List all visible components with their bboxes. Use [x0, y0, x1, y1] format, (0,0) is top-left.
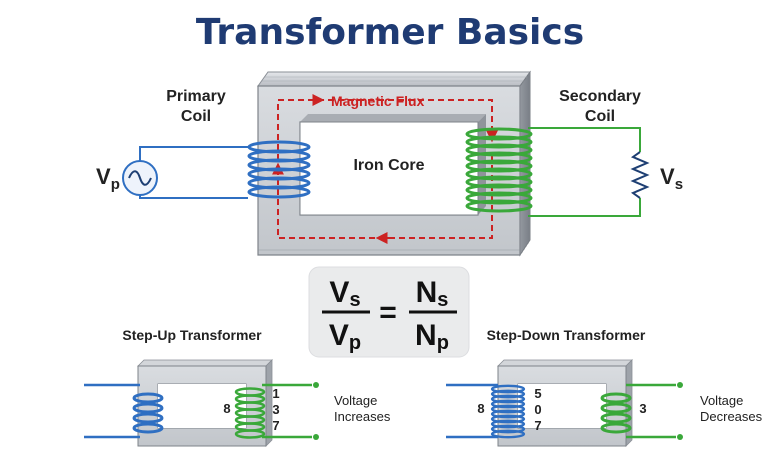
step-down-turn-digit: 7	[534, 418, 541, 433]
vp-label: Vp	[96, 164, 120, 193]
step-up-transformer	[84, 359, 319, 447]
iron-core-label: Iron Core	[353, 157, 424, 174]
step-down-note-line2: Decreases	[700, 409, 763, 424]
magnetic-flux-label: Magnetic Flux	[331, 93, 425, 109]
eq-num-left: Vs	[329, 276, 360, 311]
step-up-turn-digit: 7	[272, 418, 279, 433]
step-up-turn-digit: 3	[272, 402, 279, 417]
secondary-coil	[465, 127, 533, 213]
step-up-note-line1: Voltage	[334, 393, 377, 408]
step-down-transformer	[446, 359, 683, 447]
primary-coil-label-line1: Primary	[166, 88, 226, 105]
step-down-turn-digit: 5	[534, 386, 541, 401]
turns-ratio-equation: Vs Vp = Ns Np	[308, 266, 470, 358]
secondary-coil-label-line1: Secondary	[559, 88, 641, 105]
eq-den-left: Vp	[329, 319, 361, 354]
step-up-turn-digit: 1	[272, 386, 279, 401]
primary-coil-label-line2: Coil	[181, 108, 211, 125]
ac-source-icon	[122, 160, 158, 196]
step-down-primary-turns: 8	[477, 401, 484, 416]
primary-coil	[247, 140, 311, 199]
step-down-note-line1: Voltage	[700, 393, 743, 408]
eq-equals: =	[379, 296, 397, 329]
secondary-coil-label-line2: Coil	[585, 108, 615, 125]
step-up-note-line2: Increases	[334, 409, 391, 424]
eq-num-right: Ns	[416, 276, 449, 311]
step-down-turn-digit: 0	[534, 402, 541, 417]
page-title: Transformer Basics	[196, 12, 584, 53]
step-up-title: Step-Up Transformer	[122, 327, 262, 343]
vs-label: Vs	[660, 164, 683, 193]
step-down-title: Step-Down Transformer	[487, 327, 646, 343]
eq-den-right: Np	[415, 319, 449, 354]
step-down-secondary-turns: 3	[639, 401, 646, 416]
resistor-icon	[630, 151, 650, 199]
secondary-circuit	[528, 127, 641, 217]
magnetic-flux-path	[272, 94, 498, 244]
step-up-primary-turns: 8	[223, 401, 230, 416]
